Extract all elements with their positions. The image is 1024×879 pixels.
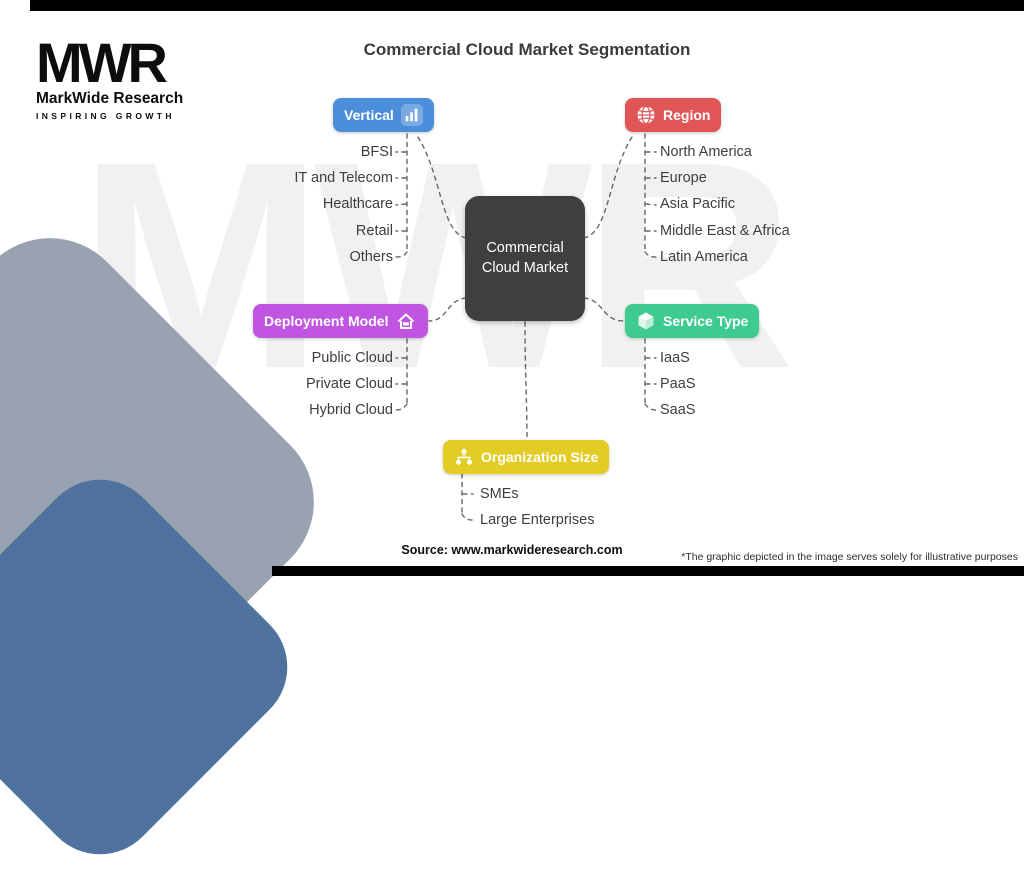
logo-acronym: MWR (36, 31, 168, 94)
branch-label-organization-size: Organization Size (481, 449, 599, 465)
globe-icon (636, 105, 656, 125)
list-item: SMEs (480, 486, 519, 502)
list-item: Asia Pacific (660, 196, 735, 212)
bottom-bar (272, 566, 1024, 576)
cube-icon (636, 311, 656, 331)
top-bar (30, 0, 1024, 11)
branch-badge-region: Region (625, 98, 722, 132)
list-item: PaaS (660, 376, 696, 392)
list-item: BFSI (360, 144, 393, 160)
list-item: IaaS (660, 350, 690, 366)
center-node-label: Commercial Cloud Market (481, 240, 569, 276)
list-item: Hybrid Cloud (309, 402, 393, 418)
branch-label-service-type: Service Type (663, 313, 749, 329)
branch-badge-deployment-model: Deployment Model (253, 304, 429, 338)
list-item: IT and Telecom (294, 170, 393, 186)
branch-label-deployment-model: Deployment Model (264, 313, 389, 329)
logo-name: MarkWide Research (36, 90, 184, 108)
list-item: Private Cloud (305, 376, 393, 392)
org-chart-icon (454, 447, 474, 467)
list-item: SaaS (660, 402, 696, 418)
branch-label-vertical: Vertical (344, 107, 394, 123)
house-cloud-icon (395, 310, 417, 332)
list-item: Others (349, 249, 393, 265)
center-node: Commercial Cloud Market (465, 196, 585, 321)
branch-badge-service-type: Service Type (625, 304, 760, 338)
source-text: Source: www.markwideresearch.com (401, 543, 623, 557)
list-item: Europe (660, 170, 707, 186)
list-item: Healthcare (322, 196, 393, 212)
list-item: Retail (355, 223, 393, 239)
list-item: Latin America (660, 249, 748, 265)
page-title: Commercial Cloud Market Segmentation (363, 40, 691, 59)
list-item: Large Enterprises (480, 512, 595, 528)
markwide-logo: MWR MarkWide Research INSPIRING GROWTH (36, 31, 184, 122)
branch-label-region: Region (663, 107, 711, 123)
bar-chart-icon (400, 104, 423, 126)
list-item: Public Cloud (311, 350, 393, 366)
disclaimer-text: *The graphic depicted in the image serve… (681, 551, 1018, 563)
branch-badge-organization-size: Organization Size (443, 440, 610, 474)
branch-badge-vertical: Vertical (333, 98, 434, 132)
list-item: Middle East & Africa (660, 223, 790, 239)
logo-tagline: INSPIRING GROWTH (36, 111, 175, 122)
list-item: North America (660, 144, 752, 160)
